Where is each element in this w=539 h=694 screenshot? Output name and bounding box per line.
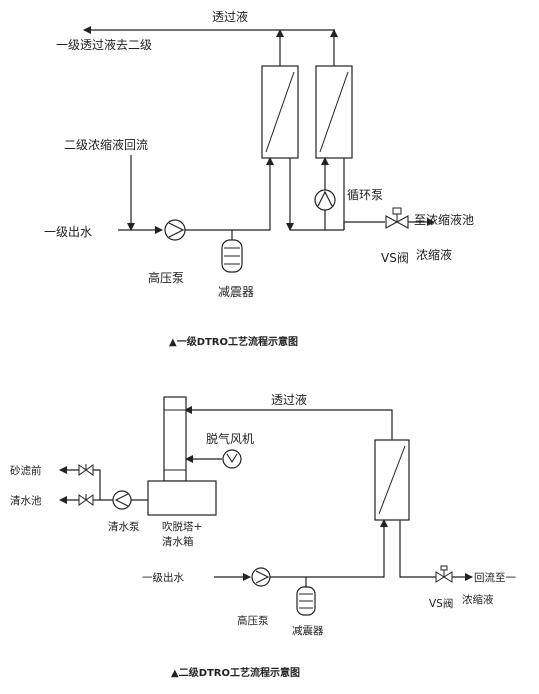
sand-filter-valve-icon bbox=[78, 464, 94, 476]
vs-valve-label: VS阀 bbox=[381, 251, 409, 265]
clean-water-pump-icon bbox=[112, 490, 132, 510]
permeate-label-2: 透过液 bbox=[271, 392, 307, 407]
damper-icon-2 bbox=[296, 586, 316, 616]
circulation-pump-label: 循环泵 bbox=[347, 188, 383, 202]
high-pressure-pump-icon-2 bbox=[251, 567, 271, 587]
sand-filter-label: 砂滤前 bbox=[10, 464, 42, 477]
high-pressure-pump-icon bbox=[164, 219, 186, 241]
damper-label-2: 减震器 bbox=[292, 625, 324, 637]
vs-valve-icon-2 bbox=[435, 565, 453, 583]
clean-pool-valve-icon bbox=[78, 494, 94, 506]
pump-outlet-line bbox=[185, 157, 274, 231]
high-pressure-pump-label: 高压泵 bbox=[148, 270, 184, 285]
pump-to-sand-valve-line bbox=[90, 469, 113, 501]
tower-label-line2: 清水箱 bbox=[162, 535, 194, 548]
to-concentrate-pool-label: 至浓缩液池 bbox=[414, 212, 474, 227]
diagram-two-caption: ▲二级DTRO工艺流程示意图 bbox=[171, 666, 300, 679]
damper-label: 减震器 bbox=[218, 285, 254, 299]
diagram-two: 透过液 脱气风机 砂滤前 清水池 清水泵 吹脱塔+ 清水箱 一级出水 回流至一 … bbox=[10, 392, 516, 679]
dtro-membrane-module-3 bbox=[374, 439, 410, 521]
secondary-reflux-label: 二级浓缩液回流 bbox=[64, 137, 148, 152]
diagram-one-caption: ▲一级DTRO工艺流程示意图 bbox=[169, 335, 298, 348]
permeate-return-line bbox=[184, 406, 393, 440]
tower-label-line1: 吹脱塔+ bbox=[162, 520, 202, 533]
clean-water-pump-label: 清水泵 bbox=[108, 520, 140, 533]
damper-icon bbox=[221, 239, 243, 273]
first-effluent-label-2: 一级出水 bbox=[142, 571, 184, 584]
degas-fan-label: 脱气风机 bbox=[206, 431, 254, 446]
concentrate-label-2: 浓缩液 bbox=[462, 593, 494, 606]
to-second-stage-label: 一级透过液去二级 bbox=[56, 37, 152, 52]
diagram-one: 透过液 一级透过液去二级 二级浓缩液回流 一级出水 循环泵 至浓缩液池 VS阀 … bbox=[44, 9, 474, 348]
high-pressure-pump-label-2: 高压泵 bbox=[237, 614, 269, 627]
clean-water-tank bbox=[147, 480, 217, 516]
permeate-label: 透过液 bbox=[212, 9, 248, 24]
degas-fan-icon bbox=[222, 449, 242, 469]
dtro-membrane-module-1 bbox=[261, 65, 299, 159]
concentrate-to-valve-line bbox=[343, 221, 385, 230]
reflux-to-label: 回流至一 bbox=[474, 571, 516, 584]
concentrate-label: 浓缩液 bbox=[416, 247, 452, 262]
dtro-membrane-module-2 bbox=[315, 65, 353, 159]
vs-valve-label-2: VS阀 bbox=[429, 597, 453, 610]
pump-outlet-line-2 bbox=[270, 519, 388, 578]
stripping-tower bbox=[163, 396, 187, 482]
concentrate-to-valve-line-2 bbox=[399, 520, 436, 578]
circulation-pump-icon bbox=[314, 189, 336, 211]
clean-pool-label: 清水池 bbox=[10, 494, 42, 507]
first-effluent-label: 一级出水 bbox=[44, 225, 92, 239]
vs-valve-icon bbox=[385, 207, 409, 229]
